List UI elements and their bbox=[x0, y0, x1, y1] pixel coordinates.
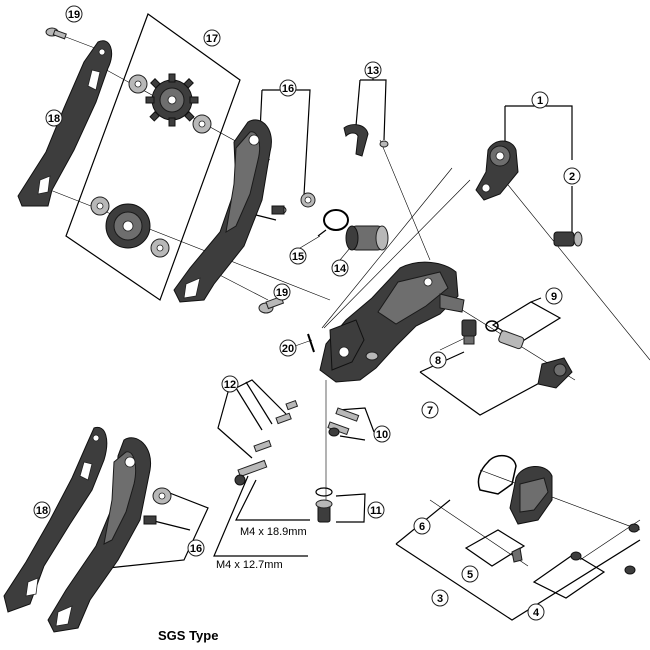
svg-text:15: 15 bbox=[292, 251, 304, 263]
outer-plate-sgs bbox=[47, 437, 152, 633]
svg-text:3: 3 bbox=[437, 593, 443, 605]
svg-text:11: 11 bbox=[370, 505, 382, 517]
callout-15: 15 bbox=[289, 247, 307, 265]
svg-text:6: 6 bbox=[419, 521, 425, 533]
svg-text:18: 18 bbox=[36, 505, 48, 517]
svg-text:5: 5 bbox=[467, 569, 473, 581]
outer-plate-upper bbox=[173, 119, 272, 303]
plate-washers-16 bbox=[271, 192, 316, 215]
svg-text:2: 2 bbox=[569, 171, 575, 183]
plate-washers-sgs bbox=[143, 487, 172, 525]
callout-9: 9 bbox=[545, 287, 563, 305]
derailleur-main-body bbox=[319, 261, 465, 383]
svg-text:19: 19 bbox=[276, 287, 288, 299]
tension-spring bbox=[345, 225, 389, 251]
end-adjust-screw bbox=[315, 487, 333, 523]
cable-adjust-bolt bbox=[461, 319, 477, 345]
svg-text:13: 13 bbox=[367, 65, 379, 77]
callout-1: 1 bbox=[531, 91, 549, 109]
svg-text:4: 4 bbox=[533, 607, 540, 619]
spec-bolt-short: M4 x 12.7mm bbox=[216, 559, 283, 571]
stopper-ring bbox=[317, 209, 349, 237]
variant-label: SGS Type bbox=[158, 628, 218, 643]
callout-17: 17 bbox=[203, 29, 221, 47]
callout-18-top: 18 bbox=[45, 109, 63, 127]
inner-plate-sgs bbox=[3, 426, 108, 613]
guide-pulley bbox=[128, 73, 212, 134]
callout-5: 5 bbox=[461, 565, 479, 583]
callout-4: 4 bbox=[527, 603, 545, 621]
adjust-screw-20 bbox=[307, 333, 315, 353]
callout-18-sgs: 18 bbox=[33, 501, 51, 519]
callout-markers: 19 17 18 16 13 1 2 15 14 19 9 20 8 12 7 … bbox=[33, 5, 581, 621]
callout-13: 13 bbox=[364, 61, 382, 79]
svg-text:12: 12 bbox=[224, 379, 236, 391]
cable-guide-unit bbox=[537, 357, 573, 389]
svg-text:10: 10 bbox=[376, 429, 388, 441]
callout-12: 12 bbox=[221, 375, 239, 393]
callout-2: 2 bbox=[563, 167, 581, 185]
callout-11: 11 bbox=[367, 501, 385, 519]
stroke-adjust-screws bbox=[327, 407, 360, 437]
callout-3: 3 bbox=[431, 589, 449, 607]
pulley-bolts-12 bbox=[234, 399, 299, 486]
spec-bolt-long: M4 x 18.9mm bbox=[240, 526, 307, 538]
svg-text:14: 14 bbox=[334, 263, 347, 275]
callout-14: 14 bbox=[331, 259, 349, 277]
svg-text:9: 9 bbox=[551, 291, 557, 303]
cable-adjusting-barrel bbox=[485, 320, 525, 350]
cover-gasket bbox=[477, 454, 517, 495]
b-axle-unit bbox=[475, 140, 519, 201]
svg-text:7: 7 bbox=[427, 405, 433, 417]
inner-plate-upper bbox=[17, 40, 113, 207]
cable-fixing-clip bbox=[343, 124, 389, 157]
svg-text:16: 16 bbox=[190, 543, 202, 555]
b-axle-bolt bbox=[553, 231, 583, 247]
cover-unit bbox=[509, 466, 553, 525]
svg-text:16: 16 bbox=[282, 83, 294, 95]
tension-pulley bbox=[90, 196, 170, 258]
cover-clip bbox=[511, 547, 523, 563]
cover-screws bbox=[570, 523, 640, 575]
callout-16-top: 16 bbox=[279, 79, 297, 97]
svg-text:18: 18 bbox=[48, 113, 60, 125]
callout-6: 6 bbox=[413, 517, 431, 535]
callout-19-lower: 19 bbox=[273, 283, 291, 301]
svg-text:8: 8 bbox=[435, 355, 441, 367]
fixing-bolt-top bbox=[45, 27, 67, 40]
callout-19-top: 19 bbox=[65, 5, 83, 23]
callout-7: 7 bbox=[421, 401, 439, 419]
leader-lines bbox=[39, 13, 650, 621]
callout-8: 8 bbox=[429, 351, 447, 369]
callout-20: 20 bbox=[279, 339, 297, 357]
callout-16-sgs: 16 bbox=[187, 539, 205, 557]
svg-text:19: 19 bbox=[68, 9, 80, 21]
svg-text:1: 1 bbox=[537, 95, 543, 107]
svg-text:17: 17 bbox=[206, 33, 218, 45]
callout-10: 10 bbox=[373, 425, 391, 443]
svg-text:20: 20 bbox=[282, 343, 294, 355]
